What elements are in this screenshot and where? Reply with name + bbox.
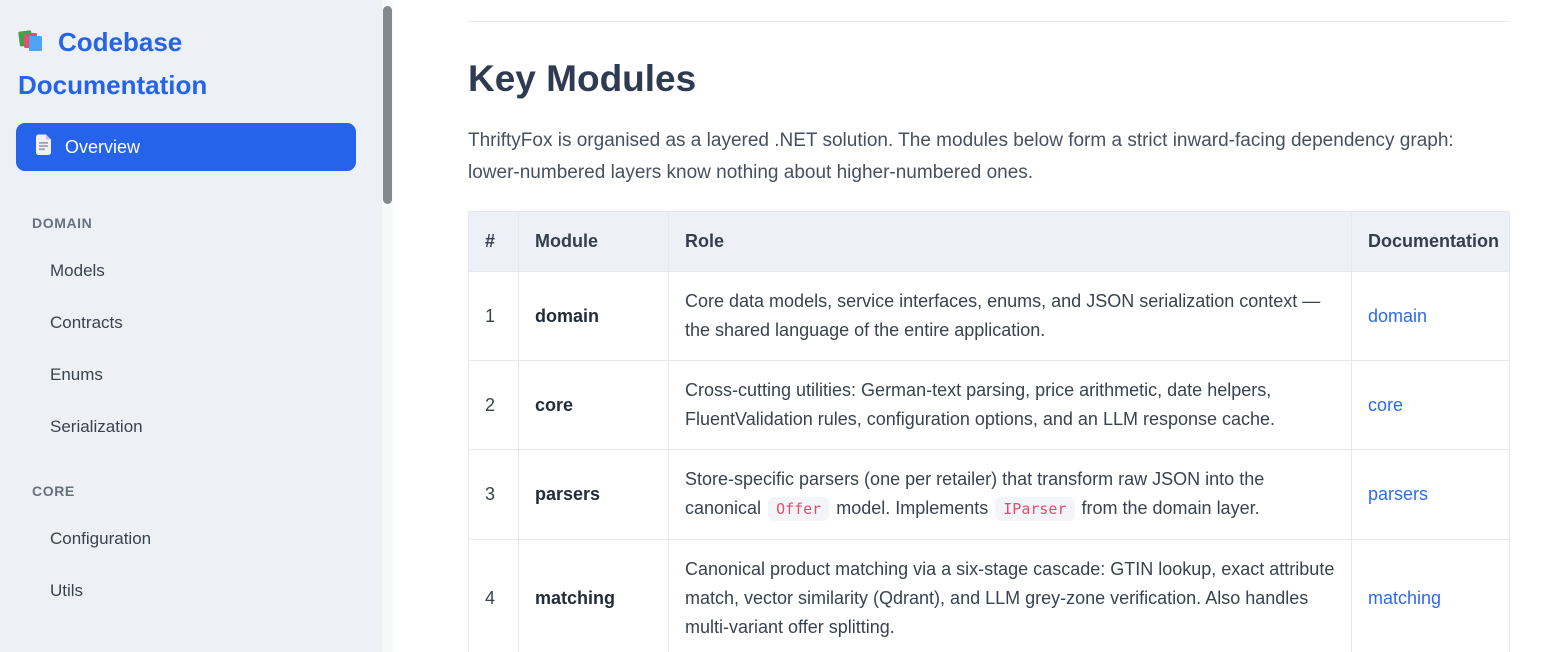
sidebar-item-enums[interactable]: Enums (50, 365, 103, 384)
doc-link-domain[interactable]: domain (1368, 305, 1428, 326)
books-icon (18, 25, 48, 65)
table-header-row: # Module Role Documentation (468, 211, 1510, 272)
doc-link-core[interactable]: core (1368, 394, 1404, 415)
module-name: domain (518, 271, 669, 361)
code-iparser: IParser (995, 497, 1075, 521)
document-icon (35, 134, 52, 160)
sidebar-section-core: CORE Configuration Utils (16, 483, 365, 617)
sidebar-item-models[interactable]: Models (50, 261, 105, 280)
role-text: from the domain layer. (1076, 498, 1260, 518)
intro-paragraph: ThriftyFox is organised as a layered .NE… (468, 130, 1454, 183)
sidebar-scrollbar[interactable] (381, 0, 393, 652)
module-role: Canonical product matching via a six-sta… (668, 539, 1352, 652)
module-name: matching (518, 539, 669, 652)
section-label-domain: DOMAIN (32, 215, 93, 231)
section-label-core: CORE (32, 483, 75, 499)
page-title: Key Modules (468, 58, 697, 99)
row-num: 1 (468, 271, 519, 361)
sidebar-item-contracts[interactable]: Contracts (50, 313, 123, 332)
role-text: model. Implements (831, 498, 994, 518)
modules-table: # Module Role Documentation 1 domain Cor… (468, 211, 1510, 652)
code-offer: Offer (768, 497, 830, 521)
row-num: 4 (468, 539, 519, 652)
brand: Codebase Documentation (16, 22, 365, 105)
row-num: 2 (468, 360, 519, 450)
sidebar-item-serialization[interactable]: Serialization (50, 417, 143, 436)
table-row-matching: 4 matching Canonical product matching vi… (468, 539, 1510, 652)
doc-link-parsers[interactable]: parsers (1368, 484, 1429, 504)
col-header-documentation: Documentation (1351, 211, 1510, 272)
module-role: Core data models, service interfaces, en… (668, 271, 1352, 361)
sidebar-item-utils[interactable]: Utils (50, 581, 84, 600)
sidebar-scrollbar-thumb[interactable] (383, 6, 392, 204)
role-text: Store-specific parsers (one per retailer… (685, 469, 1265, 518)
doc-cell: core (1351, 360, 1510, 450)
module-role: Store-specific parsers (one per retailer… (668, 449, 1352, 540)
table-row-domain: 1 domain Core data models, service inter… (468, 271, 1510, 361)
table-row-core: 2 core Cross-cutting utilities: German-t… (468, 360, 1510, 450)
doc-cell: domain (1351, 271, 1510, 361)
table-row-parsers: 3 parsers Store-specific parsers (one pe… (468, 449, 1510, 540)
module-name: parsers (518, 449, 669, 540)
sidebar-item-overview[interactable]: Overview (16, 123, 356, 171)
module-name: core (518, 360, 669, 450)
brand-title: Codebase Documentation (18, 27, 208, 100)
sidebar-content: Codebase Documentation Overview DOMAIN M… (0, 0, 393, 617)
module-role: Cross-cutting utilities: German-text par… (668, 360, 1352, 450)
row-num: 3 (468, 449, 519, 540)
col-header-role: Role (668, 211, 1352, 272)
doc-cell: parsers (1351, 449, 1510, 540)
overview-label: Overview (65, 136, 141, 157)
sidebar: Codebase Documentation Overview DOMAIN M… (0, 0, 393, 652)
sidebar-item-configuration[interactable]: Configuration (50, 529, 152, 548)
doc-cell: matching (1351, 539, 1510, 652)
col-header-num: # (468, 211, 519, 272)
main-content: Key Modules ThriftyFox is organised as a… (393, 0, 1560, 652)
col-header-module: Module (518, 211, 669, 272)
sidebar-section-domain: DOMAIN Models Contracts Enums Serializat… (16, 215, 365, 453)
top-divider (468, 21, 1510, 22)
doc-link-matching[interactable]: matching (1368, 588, 1442, 608)
